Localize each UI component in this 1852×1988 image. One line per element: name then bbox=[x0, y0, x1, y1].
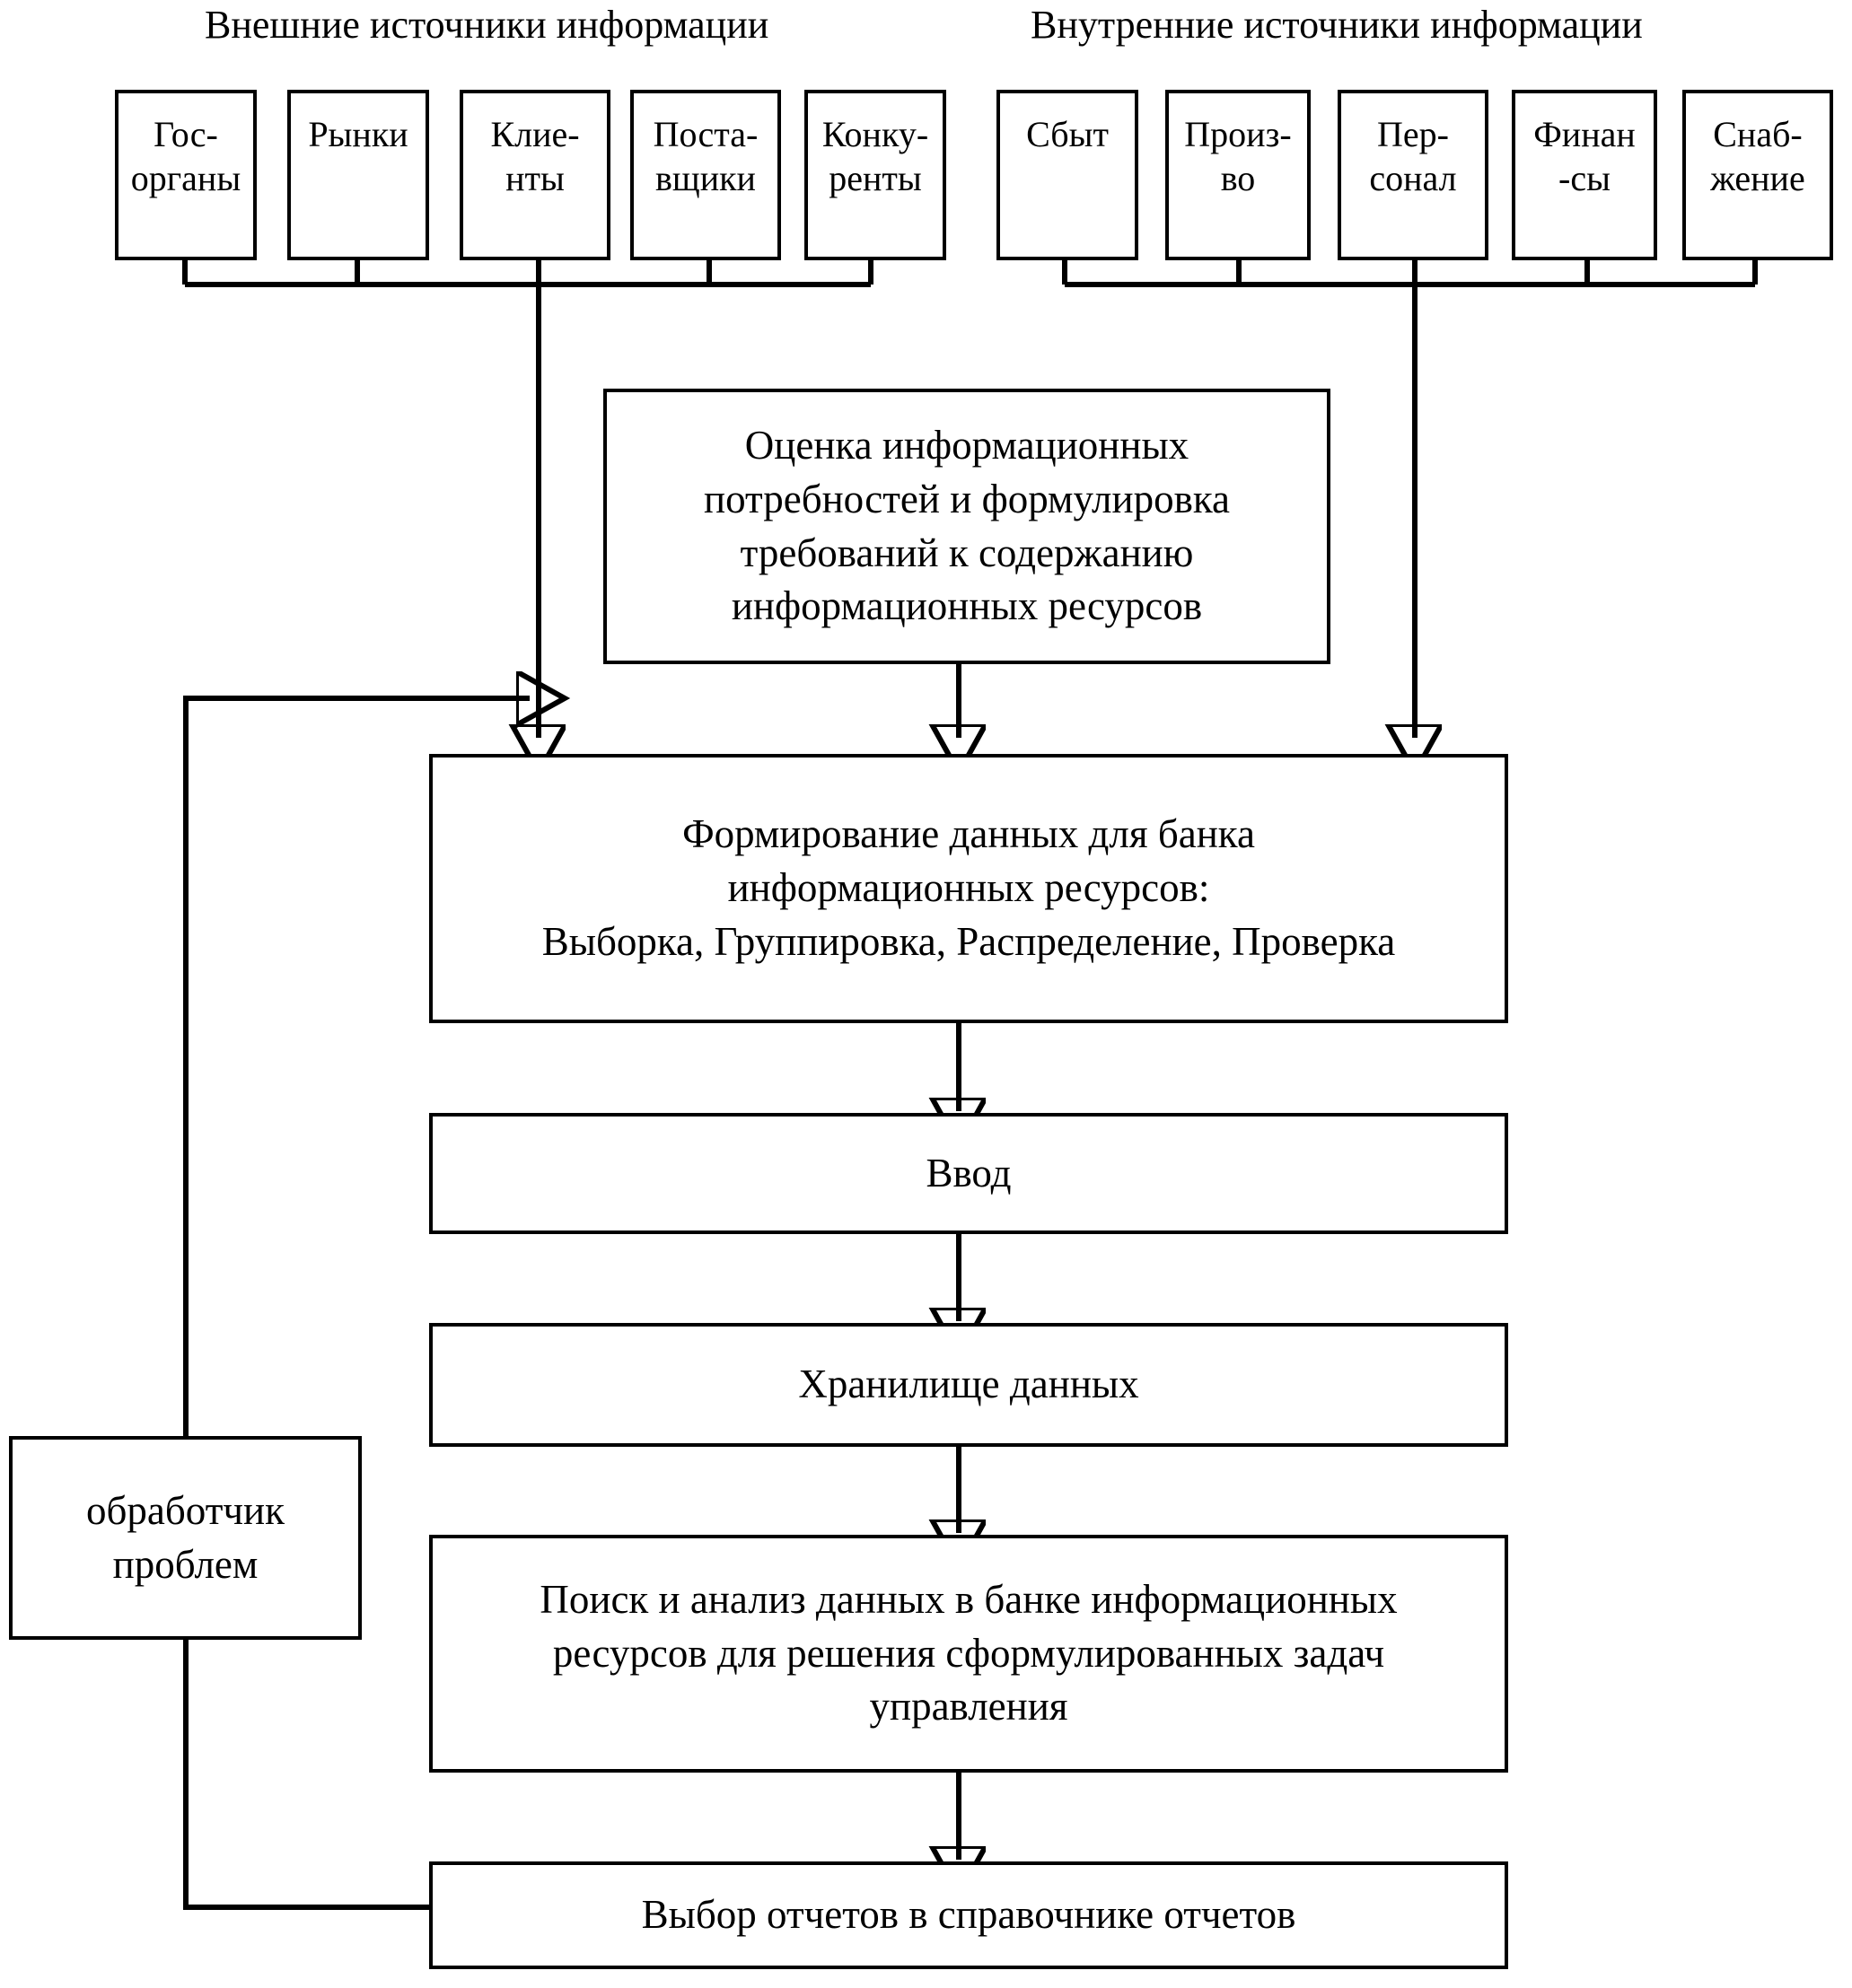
source-line-1: Снаб- bbox=[1713, 114, 1803, 154]
process-box-formation-text: Формирование данных для банка информацио… bbox=[541, 811, 1396, 964]
source-line-2: во bbox=[1220, 157, 1256, 198]
process-box-search[interactable]: Поиск и анализ данных в банке информацио… bbox=[429, 1535, 1508, 1773]
process-box-formation[interactable]: Формирование данных для банка информацио… bbox=[429, 754, 1508, 1023]
source-box-sbyt[interactable]: Сбыт bbox=[996, 90, 1138, 260]
source-box-proizvo[interactable]: Произ- во bbox=[1165, 90, 1311, 260]
heading-internal-sources: Внутренние источники информации bbox=[1031, 3, 1643, 47]
source-line-1: Сбыт bbox=[1026, 114, 1109, 154]
process-box-input[interactable]: Ввод bbox=[429, 1113, 1508, 1234]
process-box-input-text: Ввод bbox=[926, 1150, 1012, 1195]
source-line-2: жение bbox=[1710, 157, 1805, 198]
internal-source-bus bbox=[1062, 260, 1758, 287]
source-line-1: Конку- bbox=[821, 114, 929, 154]
process-box-problem-handler[interactable]: обработчик проблем bbox=[9, 1436, 362, 1640]
source-box-rynki[interactable]: Рынки bbox=[287, 90, 429, 260]
process-box-assessment-text: Оценка информационных потребностей и фор… bbox=[704, 422, 1230, 629]
source-line-2: органы bbox=[130, 157, 241, 198]
source-line-2: вщики bbox=[655, 157, 756, 198]
source-box-konkurenty[interactable]: Конку- ренты bbox=[804, 90, 946, 260]
process-box-storage[interactable]: Хранилище данных bbox=[429, 1323, 1508, 1447]
external-source-bus bbox=[182, 260, 873, 287]
process-box-storage-text: Хранилище данных bbox=[798, 1362, 1139, 1407]
source-box-postavshiki[interactable]: Поста- вщики bbox=[630, 90, 781, 260]
source-line-1: Клие- bbox=[490, 114, 580, 154]
process-box-assessment[interactable]: Оценка информационных потребностей и фор… bbox=[603, 389, 1330, 664]
source-line-2: -сы bbox=[1558, 157, 1611, 198]
source-box-gos-organy[interactable]: Гос- органы bbox=[115, 90, 257, 260]
source-line-1: Пер- bbox=[1377, 114, 1449, 154]
source-line-2: нты bbox=[505, 157, 565, 198]
source-line-1: Гос- bbox=[154, 114, 218, 154]
source-box-finansy[interactable]: Финан -сы bbox=[1512, 90, 1657, 260]
source-box-klienty[interactable]: Клие- нты bbox=[460, 90, 610, 260]
source-line-1: Поста- bbox=[653, 114, 759, 154]
source-box-snabzhenie[interactable]: Снаб- жение bbox=[1682, 90, 1833, 260]
source-line-2: сонал bbox=[1369, 157, 1457, 198]
feedback-loop-path bbox=[183, 698, 530, 1910]
process-box-search-text: Поиск и анализ данных в банке информацио… bbox=[540, 1576, 1398, 1730]
source-box-personal[interactable]: Пер- сонал bbox=[1338, 90, 1488, 260]
source-line-1: Финан bbox=[1533, 114, 1636, 154]
heading-external-sources: Внешние источники информации bbox=[205, 3, 769, 47]
source-line-2: ренты bbox=[829, 157, 922, 198]
process-box-reports-text: Выбор отчетов в справочнике отчетов bbox=[641, 1892, 1296, 1938]
source-line-1: Произ- bbox=[1184, 114, 1292, 154]
source-line-1: Рынки bbox=[308, 114, 408, 154]
process-box-problem-handler-text: обработчик проблем bbox=[86, 1487, 285, 1587]
process-box-reports[interactable]: Выбор отчетов в справочнике отчетов bbox=[429, 1861, 1508, 1969]
